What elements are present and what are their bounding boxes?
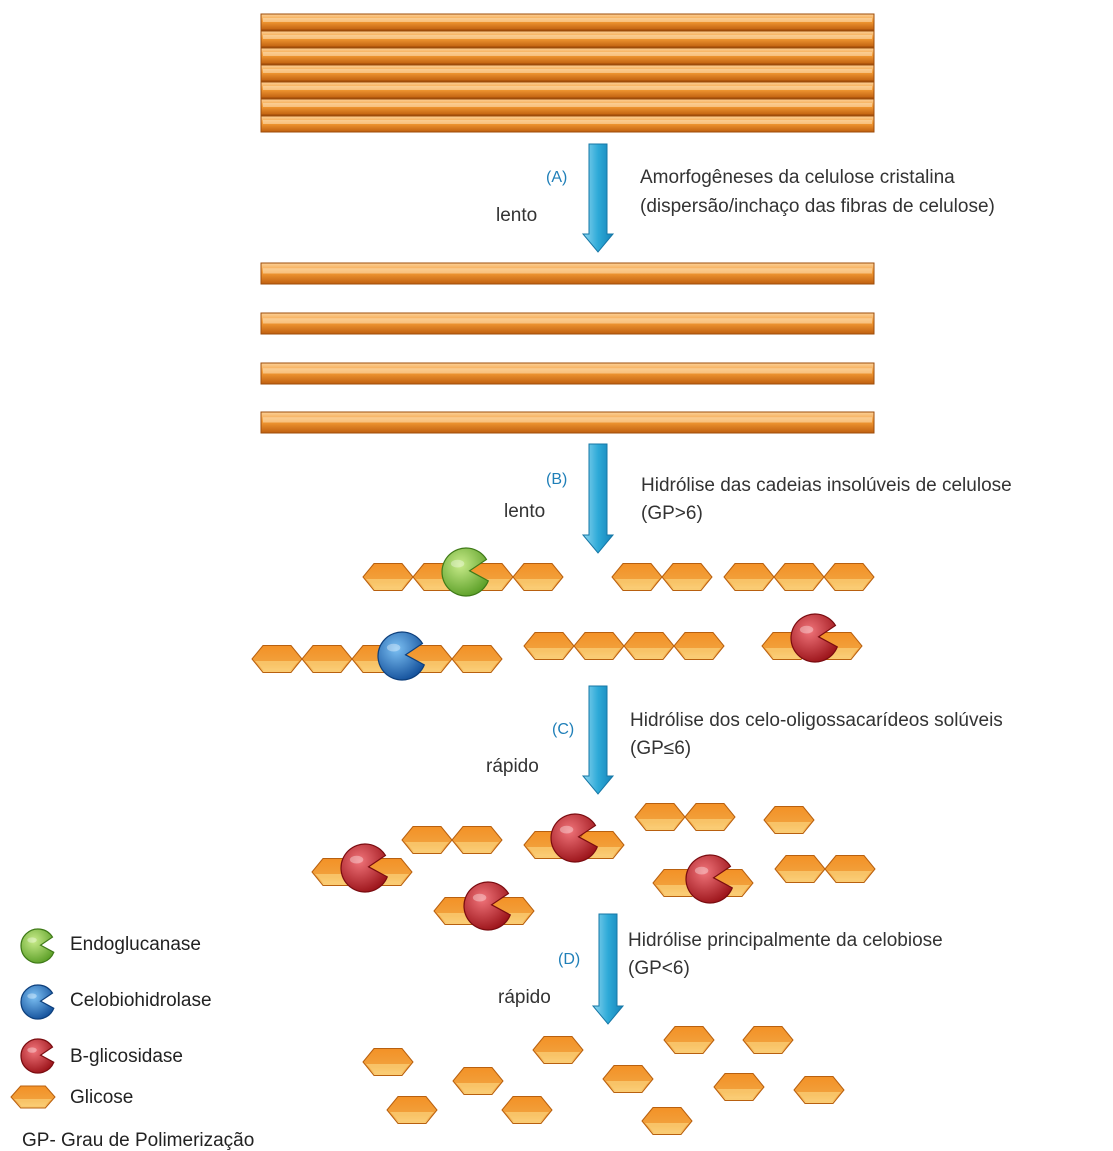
glucose-hexagon <box>714 1074 764 1101</box>
cellulose-fiber <box>261 363 874 384</box>
step-d-letter: (D) <box>558 951 580 968</box>
glucose-hexagon <box>825 856 875 883</box>
legend-label-glicose: Glicose <box>70 1087 133 1108</box>
glucose-hexagon <box>387 1097 437 1124</box>
glucose-hexagon <box>624 633 674 660</box>
glucose-hexagon <box>774 564 824 591</box>
glucose-hexagon <box>513 564 563 591</box>
cellulose-fiber <box>261 116 874 132</box>
step-a-arrow <box>583 144 613 252</box>
legend-label-b-glicosidase: B-glicosidase <box>70 1046 183 1067</box>
glucose-hexagon <box>302 646 352 673</box>
cellulose-fiber <box>261 263 874 284</box>
cellulose-fiber <box>261 48 874 64</box>
step-d-description-line1: Hidrólise principalmente da celobiose <box>628 930 943 951</box>
step-a-description-line1: Amorfogêneses da celulose cristalina <box>640 167 955 188</box>
glucose-hexagon <box>452 646 502 673</box>
step-b-description-line2: (GP>6) <box>641 503 703 524</box>
glucose-hexagon <box>824 564 874 591</box>
glucose-hexagon <box>764 807 814 834</box>
step-a-description-line2: (dispersão/inchaço das fibras de celulos… <box>640 196 995 217</box>
step-c-letter: (C) <box>552 721 574 738</box>
glucose-hexagon <box>524 633 574 660</box>
glucose-hexagon <box>603 1066 653 1093</box>
step-a-speed: lento <box>496 205 537 226</box>
celobiohidrolase-enzyme-icon <box>21 985 54 1019</box>
step-d-description-line2: (GP<6) <box>628 958 690 979</box>
glucose-hexagon <box>363 564 413 591</box>
glucose-hexagon <box>724 564 774 591</box>
cellulose-fiber <box>261 65 874 81</box>
glucose-hexagon <box>453 1068 503 1095</box>
glucose-hexagon <box>642 1108 692 1135</box>
legend-label-endoglucanase: Endoglucanase <box>70 934 201 955</box>
glucose-hexagon <box>402 827 452 854</box>
cellulose-fiber <box>261 31 874 47</box>
glucose-hexagon <box>775 856 825 883</box>
legend-label-celobiohidrolase: Celobiohidrolase <box>70 990 212 1011</box>
oligosaccharides-stage <box>312 804 875 931</box>
crystalline-cellulose-bundle <box>261 14 874 132</box>
glucose-hexagon <box>612 564 662 591</box>
footnote-gp-definition: GP- Grau de Polimerização <box>22 1130 254 1151</box>
separated-cellulose-fibers <box>261 263 874 433</box>
glucose-hexagon <box>574 633 624 660</box>
endoglucanase-enzyme-icon <box>21 929 54 963</box>
glucose-hexagon <box>533 1037 583 1064</box>
step-d-arrow <box>593 914 623 1024</box>
glucose-hexagon <box>743 1027 793 1054</box>
step-c-arrow <box>583 686 613 794</box>
cellulose-fiber <box>261 82 874 98</box>
step-c-speed: rápido <box>486 756 539 777</box>
step-c-description-line2: (GP≤6) <box>630 738 691 759</box>
glucose-hexagon <box>674 633 724 660</box>
step-c-description-line1: Hidrólise dos celo-oligossacarídeos solú… <box>630 710 1003 731</box>
insoluble-chains-stage <box>252 548 874 680</box>
step-b-description-line1: Hidrólise das cadeias insolúveis de celu… <box>641 475 1012 496</box>
step-b-arrow <box>583 444 613 553</box>
step-a-letter: (A) <box>546 169 567 186</box>
glucose-hexagon <box>252 646 302 673</box>
cellulose-fiber <box>261 14 874 30</box>
glucose-hexagon <box>363 1049 413 1076</box>
glucose-hexagon <box>452 827 502 854</box>
step-d-speed: rápido <box>498 987 551 1008</box>
glucose-hexagon <box>685 804 735 831</box>
glucose-hexagon <box>662 564 712 591</box>
free-glucose-stage <box>363 1027 844 1135</box>
cellulose-fiber <box>261 313 874 334</box>
cellulose-fiber <box>261 412 874 433</box>
legend-icons <box>11 929 55 1108</box>
step-b-letter: (B) <box>546 471 567 488</box>
glucose-hexagon <box>502 1097 552 1124</box>
glucose-hexagon <box>635 804 685 831</box>
glucose-hexagon-icon <box>11 1086 55 1108</box>
step-b-speed: lento <box>504 501 545 522</box>
glucose-hexagon <box>664 1027 714 1054</box>
cellulose-fiber <box>261 99 874 115</box>
glucose-hexagon <box>794 1077 844 1104</box>
b-glicosidase-enzyme-icon <box>21 1039 54 1073</box>
